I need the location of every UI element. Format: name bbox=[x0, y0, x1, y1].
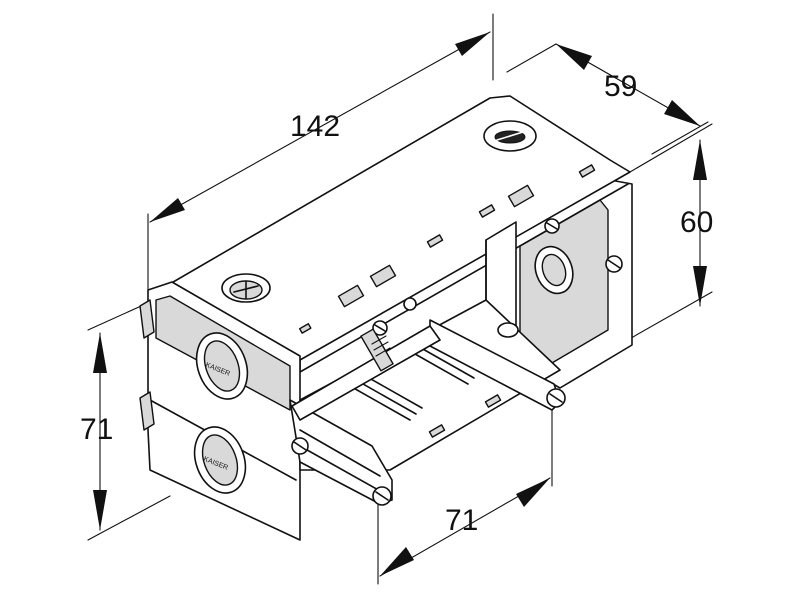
arrow-142-right bbox=[455, 32, 490, 56]
dimension-59 bbox=[506, 43, 709, 155]
dimension-label-60: 60 bbox=[680, 206, 714, 239]
arrow-60-top bbox=[693, 140, 707, 180]
left-end-upper-oval: KAISER bbox=[195, 332, 249, 400]
dimension-label-71-height: 71 bbox=[80, 413, 114, 446]
arrow-60-bottom bbox=[693, 266, 707, 306]
arrow-71h-top bbox=[93, 333, 107, 373]
screw-front-bottom bbox=[372, 486, 392, 506]
dimension-71-height bbox=[87, 301, 171, 541]
arrow-59-left bbox=[556, 44, 592, 70]
dimension-label-71-width: 71 bbox=[445, 504, 479, 537]
front-rail-lower bbox=[289, 399, 393, 505]
dimension-71-width bbox=[377, 399, 553, 585]
screw-mid bbox=[372, 320, 388, 336]
screw-rear-side bbox=[605, 255, 623, 273]
dimension-142 bbox=[147, 13, 494, 291]
screw-rear-upper bbox=[544, 218, 560, 234]
screw-front-right bbox=[546, 388, 566, 408]
screw-left-side bbox=[291, 437, 309, 455]
left-clip-lower bbox=[139, 391, 155, 431]
left-end-lower-oval: KAISER bbox=[193, 426, 247, 494]
installation-box: KAISER KAISER bbox=[139, 95, 633, 541]
dimension-label-142: 142 bbox=[290, 110, 341, 143]
arrow-71h-bottom bbox=[93, 490, 107, 530]
arrow-71w-right bbox=[516, 478, 550, 507]
left-clip-upper bbox=[139, 299, 155, 339]
arrow-71w-left bbox=[380, 547, 414, 576]
arrow-59-right bbox=[664, 100, 700, 126]
arrow-142-left bbox=[150, 198, 185, 222]
terminal-block bbox=[360, 328, 394, 372]
top-slots bbox=[298, 164, 596, 334]
dimension-label-59: 59 bbox=[604, 70, 638, 103]
screw-hole-left bbox=[221, 273, 271, 303]
screw-hole-right bbox=[483, 120, 537, 152]
